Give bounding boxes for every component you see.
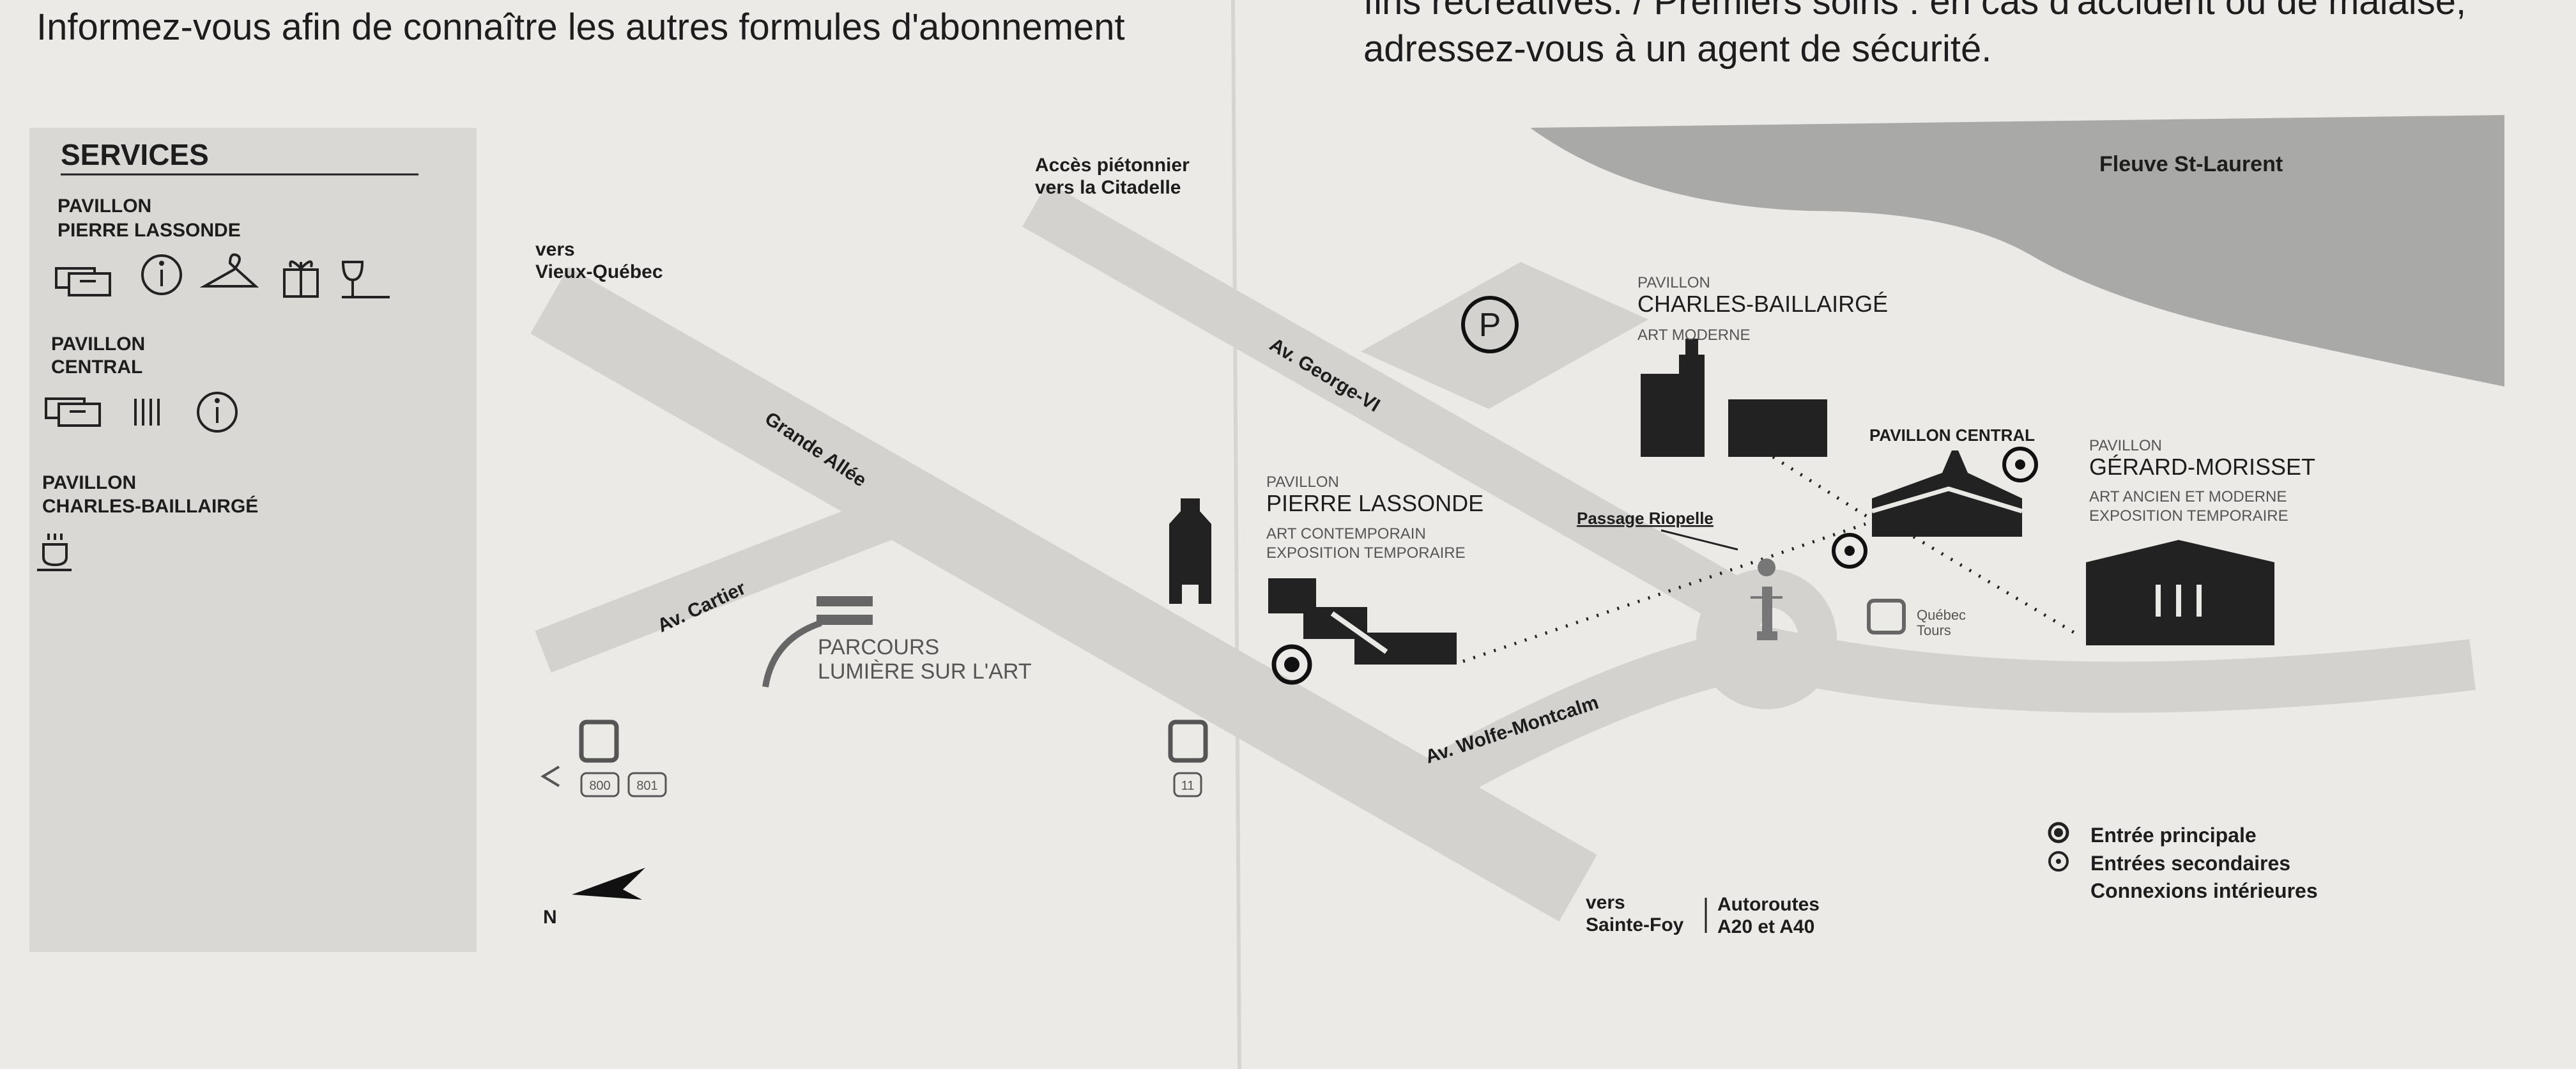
parcours-label: PARCOURS	[818, 635, 939, 659]
vieux-quebec-label: vers	[535, 239, 575, 260]
passage-pointer	[1660, 529, 1738, 551]
pavilion-charles-baillairge[interactable]: PAVILLON CHARLES-BAILLAIRGÉ ART MODERNE	[1637, 274, 1888, 457]
paper-fold	[1231, 0, 1241, 1069]
header-right-text-1: fins récréatives. / Premiers soins : en …	[1363, 0, 2466, 22]
services-title: SERVICES	[61, 138, 209, 171]
baillairge-building-icon	[1641, 339, 1705, 457]
vieux-quebec-label: Vieux-Québec	[535, 261, 663, 282]
pavilion-name: GÉRARD-MORISSET	[2089, 454, 2315, 480]
statue-icon	[1751, 558, 1782, 640]
quebec-tours-label: Québec	[1917, 607, 1966, 623]
secondary-entrance-legend-icon	[2048, 851, 2069, 872]
main-entrance-legend-icon	[2048, 822, 2069, 843]
pavilion-central[interactable]: PAVILLON CENTRAL	[1869, 426, 2035, 537]
bus-route: 800	[589, 779, 610, 793]
header-left-text: Informez-vous afin de connaître les autr…	[36, 6, 1125, 48]
quebec-tours-label: Tours	[1917, 622, 1951, 638]
parking-area	[1361, 262, 1648, 409]
pavilion-name: CHARLES-BAILLAIRGÉ	[1637, 291, 1888, 317]
tickets-icon	[55, 267, 111, 296]
bus-icon	[1867, 599, 1906, 634]
info-icon	[141, 254, 182, 295]
parcours-label: LUMIÈRE SUR L'ART	[818, 659, 1032, 684]
baillairge-annex-icon	[1728, 399, 1827, 457]
arrow-left-icon	[540, 765, 560, 787]
pavilion-gerard-morisset[interactable]: PAVILLON GÉRARD-MORISSET ART ANCIEN ET M…	[2086, 437, 2315, 645]
pavilion-desc: ART MODERNE	[1637, 327, 1750, 344]
bus-icon	[579, 719, 619, 763]
pavilion-desc: ART ANCIEN ET MODERNE	[2089, 488, 2287, 505]
roads	[530, 182, 2476, 922]
legend-interior-connections: Connexions intérieures	[2090, 879, 2318, 902]
tickets-icon	[45, 397, 101, 427]
pavilion-desc: EXPOSITION TEMPORAIRE	[1266, 544, 1466, 562]
parking-icon	[1461, 296, 1519, 353]
river	[1530, 115, 2504, 387]
autoroutes-label: Autoroutes	[1717, 894, 1820, 915]
passage-riopelle-label: Passage Riopelle	[1577, 509, 1713, 528]
secondary-entrance-marker	[1832, 533, 1867, 569]
bus-stop-11[interactable]: 11	[1168, 719, 1208, 797]
cafe-icon	[37, 534, 72, 571]
services-group-name: PIERRE LASSONDE	[57, 220, 241, 241]
legend-main-entrance: Entrée principale	[2090, 824, 2257, 847]
pavilion-label: PAVILLON	[1637, 274, 1710, 291]
services-group-label: PAVILLON	[42, 472, 136, 493]
central-building-icon	[1872, 450, 2022, 537]
services-group-label: PAVILLON	[51, 334, 145, 355]
services-group-name: CENTRAL	[51, 357, 142, 378]
north-arrow-icon	[572, 868, 645, 900]
bus-icon	[1168, 719, 1208, 763]
pavilion-label: PAVILLON	[2089, 437, 2162, 454]
chapel-icon	[1169, 498, 1211, 604]
services-group-label: PAVILLON	[57, 196, 151, 217]
sainte-foy-label: vers	[1586, 892, 1625, 913]
citadelle-label: vers la Citadelle	[1035, 177, 1181, 198]
pavilion-desc: ART CONTEMPORAIN	[1266, 525, 1426, 542]
gift-shop-icon	[283, 260, 319, 298]
secondary-entrance-marker	[2002, 447, 2038, 482]
pavilion-name: PAVILLON CENTRAL	[1869, 426, 2035, 445]
main-entrance-marker	[1271, 644, 1312, 685]
lassonde-building-icon	[1268, 578, 1457, 665]
bar-icon	[341, 261, 390, 298]
pavilion-pierre-lassonde[interactable]: PAVILLON PIERRE LASSONDE ART CONTEMPORAI…	[1169, 473, 1483, 665]
restaurant-icon	[134, 399, 160, 426]
bus-route: 801	[636, 779, 657, 793]
bus-stop-800-801[interactable]: 800 801	[540, 719, 667, 797]
legend: Entrée principale Entrées secondaires Co…	[2048, 822, 2318, 902]
north-label: N	[543, 907, 557, 928]
info-icon	[197, 392, 238, 433]
george-vi-road	[1022, 182, 1776, 642]
coat-check-icon	[199, 253, 259, 288]
sainte-foy-label: Sainte-Foy	[1586, 914, 1684, 935]
autoroutes-label: A20 et A40	[1717, 916, 1814, 937]
pavilion-label: PAVILLON	[1266, 473, 1339, 491]
services-panel: SERVICES PAVILLON PIERRE LASSONDE PAVILL…	[29, 128, 477, 952]
pavilion-desc: EXPOSITION TEMPORAIRE	[2089, 507, 2288, 525]
parcours-icon	[762, 596, 873, 688]
cartier-road	[535, 484, 928, 673]
services-group-name: CHARLES-BAILLAIRGÉ	[42, 495, 258, 517]
river-label: Fleuve St-Laurent	[2099, 152, 2283, 176]
pavilion-name: PIERRE LASSONDE	[1266, 490, 1483, 516]
parking-label: P	[1479, 307, 1501, 344]
legend-secondary-entrances: Entrées secondaires	[2090, 852, 2290, 875]
bus-route: 11	[1181, 779, 1195, 793]
header-right-text-2: adressez-vous à un agent de sécurité.	[1363, 28, 1991, 70]
citadelle-label: Accès piétonnier	[1035, 155, 1190, 176]
